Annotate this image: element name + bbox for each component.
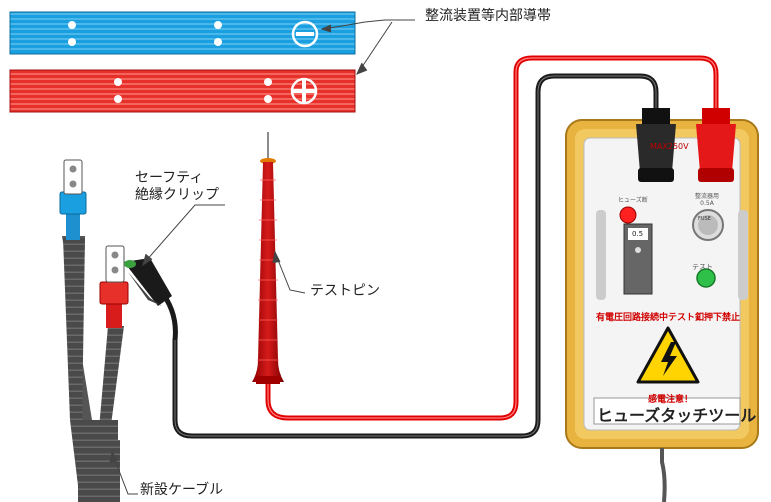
test-pin-label: テストピン (310, 283, 380, 299)
fuse-touch-tool (565, 108, 759, 502)
red-plug (696, 108, 736, 182)
fuse-blown-label: ヒューズ断 (618, 197, 648, 204)
safety-clip-label-line1: セーフティ (135, 170, 204, 186)
black-plug (636, 108, 676, 182)
plus-terminal-icon (290, 77, 318, 105)
warning-text: 有電圧回路接続中テスト釦押下禁止 (596, 313, 741, 323)
busbar-callout (320, 19, 415, 75)
test-pin (252, 132, 284, 384)
device-name: ヒューズタッチツール (597, 406, 757, 425)
test-button-label: テスト (692, 263, 713, 271)
minus-terminal-icon (291, 20, 319, 48)
safety-clip-label-line2: 絶縁クリップ (135, 187, 219, 203)
busbar-positive (9, 69, 356, 113)
fuse-blown-lamp (619, 206, 637, 224)
device-cord (660, 448, 667, 502)
max-rating-label: MAX250V (650, 142, 689, 151)
test-button (696, 268, 716, 288)
fuse-value-label: 0.5 (632, 230, 644, 238)
high-voltage-warning-icon (636, 326, 700, 384)
caution-text: 感電注意！ (648, 395, 694, 405)
new-cable (59, 159, 129, 502)
fuse-spec-label: 整流器用 0.5A (694, 193, 719, 207)
safety-clip-label: セーフティ 絶縁クリップ (135, 170, 219, 204)
fuse-cap-label: FUSE (698, 216, 711, 222)
callout-lines (109, 204, 306, 495)
safety-clip (124, 258, 172, 306)
busbar-label: 整流装置等内部導帯 (425, 8, 551, 24)
new-cable-label: 新設ケーブル (140, 482, 224, 498)
busbar-negative (9, 11, 356, 55)
